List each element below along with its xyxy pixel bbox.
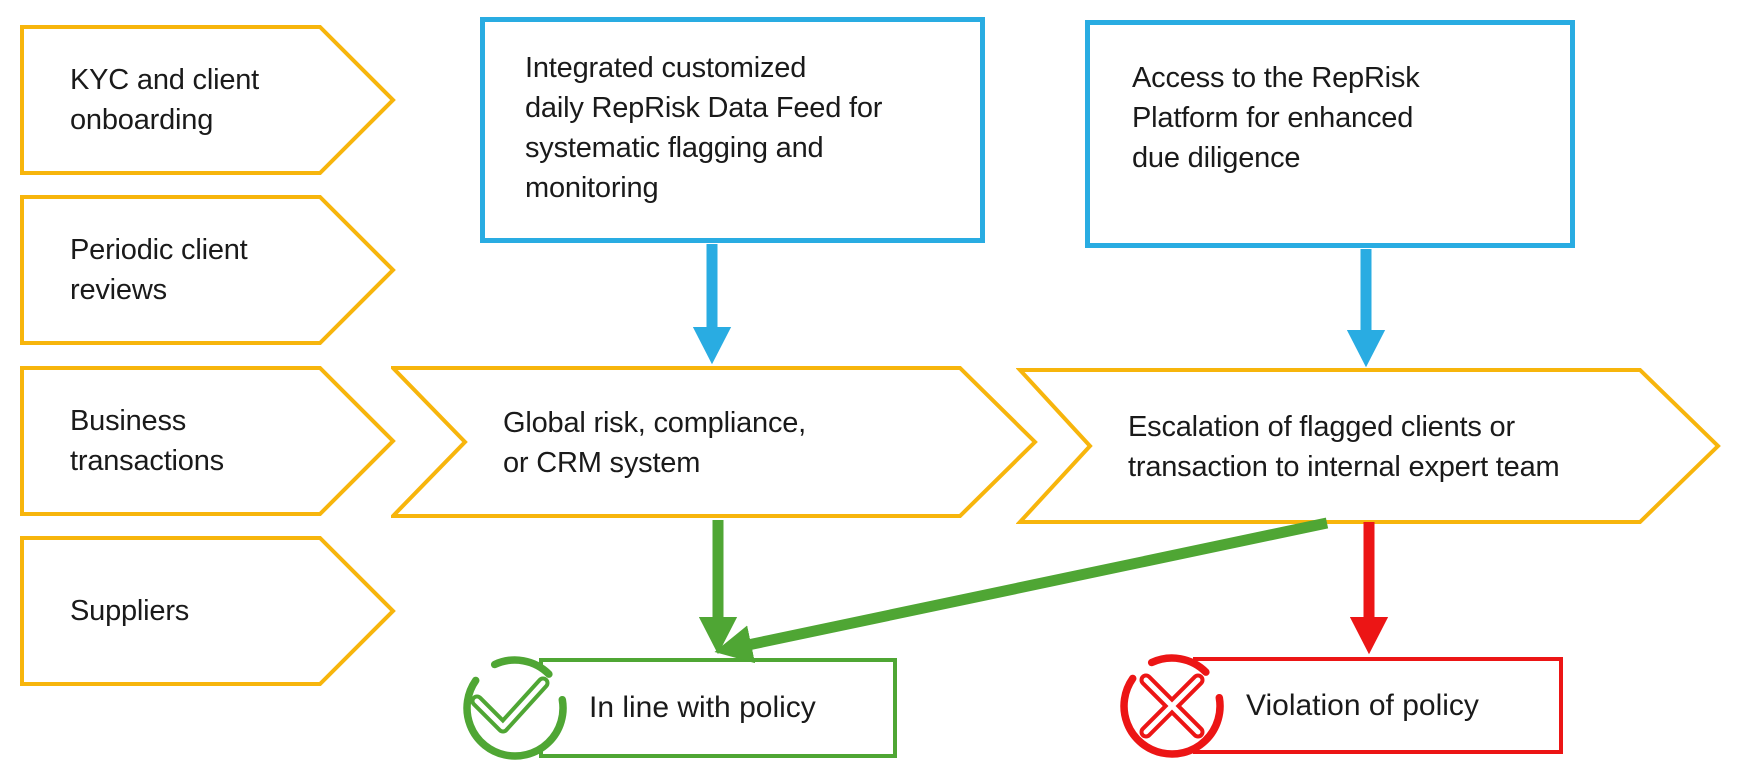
chevron-outline — [20, 195, 396, 345]
crm-system-chevron: Global risk, compliance, or CRM system — [391, 366, 1039, 520]
cross-circle-icon — [1120, 654, 1224, 758]
escalation-chevron: Escalation of flagged clients or transac… — [1016, 368, 1722, 526]
chevron-outline — [391, 366, 1038, 518]
platform-access-box: Access to the RepRisk Platform for enhan… — [1085, 20, 1575, 248]
arrow-escalation-to-inline — [714, 517, 1329, 664]
input-chevron-business-transactions-label: Business transactions — [70, 405, 224, 477]
violation-of-policy-label: Violation of policy — [1246, 688, 1479, 722]
chevron-outline — [20, 536, 396, 686]
input-chevron-periodic-reviews: Periodic client reviews — [20, 195, 397, 345]
input-chevron-periodic-reviews-label: Periodic client reviews — [70, 234, 248, 306]
chevron-outline — [20, 25, 396, 175]
crm-system-label: Global risk, compliance, or CRM system — [503, 407, 807, 479]
violation-of-policy-box: Violation of policy — [1193, 657, 1563, 754]
escalation-label: Escalation of flagged clients or transac… — [1128, 411, 1560, 483]
data-feed-box-label: Integrated customized daily RepRisk Data… — [525, 52, 883, 204]
check-circle-icon — [463, 656, 567, 760]
data-feed-box: Integrated customized daily RepRisk Data… — [480, 17, 985, 243]
chevron-outline — [1016, 368, 1721, 524]
platform-access-box-label: Access to the RepRisk Platform for enhan… — [1132, 62, 1420, 174]
input-chevron-suppliers: Suppliers — [20, 536, 397, 686]
input-chevron-kyc-label: KYC and client onboarding — [70, 64, 260, 136]
input-chevron-suppliers-label: Suppliers — [70, 595, 190, 627]
input-chevron-kyc: KYC and client onboarding — [20, 25, 397, 175]
chevron-outline — [20, 366, 396, 516]
in-line-with-policy-label: In line with policy — [589, 691, 816, 724]
input-chevron-business-transactions: Business transactions — [20, 366, 397, 516]
